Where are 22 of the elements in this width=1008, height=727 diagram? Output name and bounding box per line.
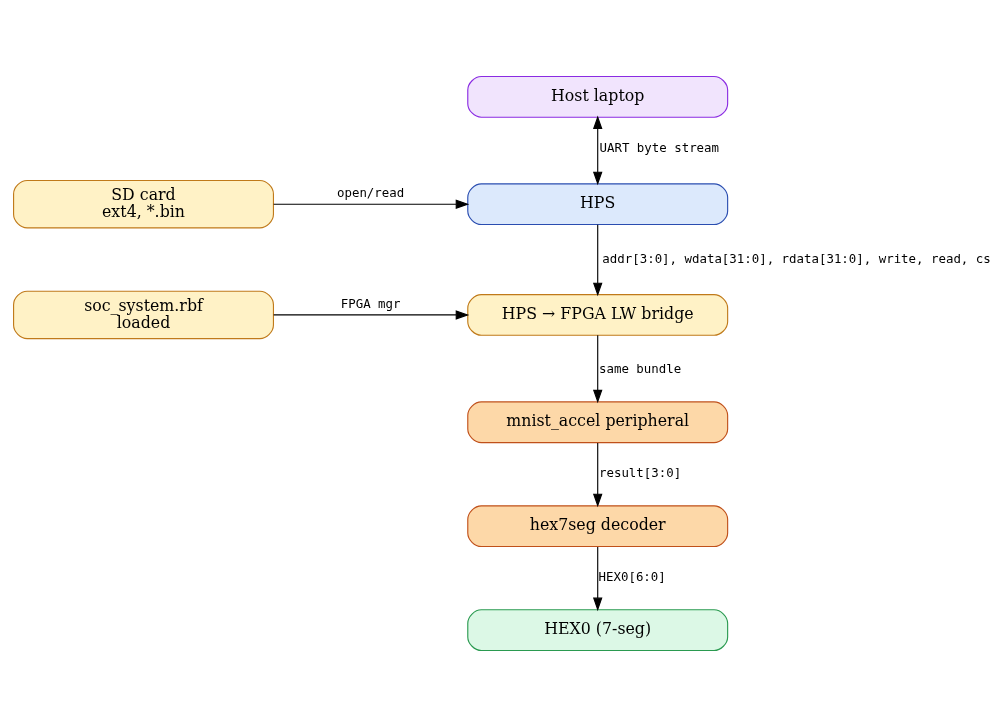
node-box: HPS bbox=[466, 183, 728, 226]
arrow bbox=[272, 199, 469, 209]
node-box: HEX0 (7-seg) bbox=[466, 609, 728, 652]
node-box: SD card ext4, *.bin bbox=[12, 179, 274, 229]
edge-label: UART byte stream bbox=[599, 139, 719, 155]
node-box: mnist_accel peripheral bbox=[466, 401, 728, 444]
arrow bbox=[272, 310, 469, 320]
edge-label: same bundle bbox=[598, 361, 681, 377]
edge-label: addr[3:0], wdata[31:0], rdata[31:0], write, read, cs bbox=[601, 250, 991, 266]
edge-label: result[3:0] bbox=[598, 465, 681, 481]
node-box: hex7seg decoder bbox=[466, 505, 728, 548]
arrow bbox=[592, 546, 602, 612]
arrow bbox=[592, 442, 602, 508]
node-box: HPS → FPGA LW bridge bbox=[466, 294, 728, 336]
arrow bbox=[592, 115, 602, 186]
edge-label: open/read bbox=[336, 185, 404, 201]
arrow bbox=[592, 224, 602, 297]
edge-label: FPGA mgr bbox=[340, 295, 400, 311]
edge-label: HEX0[6:0] bbox=[598, 569, 666, 585]
node-box: soc_system.rbf loaded bbox=[12, 290, 274, 340]
arrow bbox=[592, 334, 602, 404]
node-box: Host laptop bbox=[466, 75, 728, 118]
